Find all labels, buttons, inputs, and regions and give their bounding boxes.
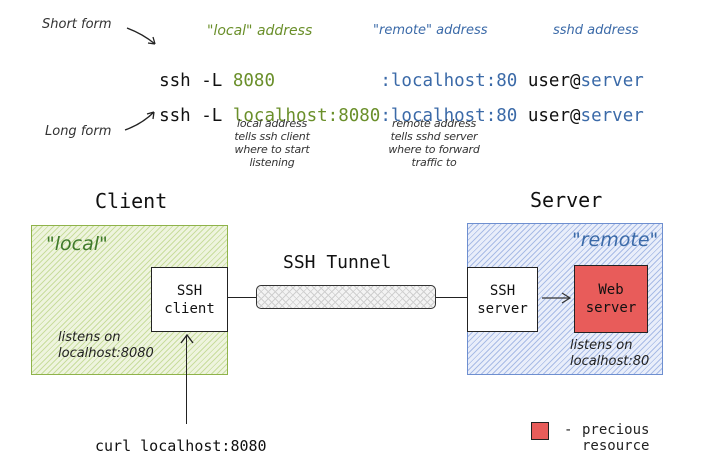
local-address-header: "local" address: [207, 23, 313, 39]
note-line: where to start: [234, 143, 310, 156]
cmd-prefix: ssh -L: [159, 71, 233, 91]
sshd-address: server: [580, 106, 644, 126]
note-line: listening: [249, 156, 295, 169]
cmd-user: user@: [517, 71, 581, 91]
local-address-short: 8080: [232, 71, 275, 91]
listen-line: localhost:8080: [58, 346, 154, 361]
note-line: tells sshd server: [390, 130, 478, 143]
node-line: server: [477, 300, 528, 317]
tunnel-server-connector: [436, 297, 467, 299]
remote-address: :localhost:80: [380, 71, 518, 91]
note-line: traffic to: [411, 156, 457, 169]
cmd-prefix: ssh -L: [159, 106, 233, 126]
short-form-arrow-icon: [126, 27, 156, 45]
cmd-user: user@: [517, 106, 581, 126]
remote-address-header: "remote" address: [373, 23, 488, 38]
note-line: where to forward: [388, 143, 480, 156]
curl-arrow-line: [186, 336, 188, 424]
listen-line: listens on: [58, 330, 121, 345]
short-form-annotation: Short form: [42, 17, 112, 32]
node-line: Web: [598, 282, 624, 298]
long-form-command: ssh -L localhost:8080:localhost:80 user@…: [138, 86, 644, 126]
local-address-long: localhost:8080: [232, 106, 381, 126]
node-line: SSH: [489, 282, 516, 299]
client-title: Client: [95, 189, 168, 213]
legend-swatch: [531, 422, 549, 440]
short-form-command: ssh -L 8080 :localhost:80 user@server: [138, 51, 644, 91]
client-tunnel-connector: [228, 297, 256, 299]
ssh-server-node: SSH server: [467, 267, 538, 332]
node-line: SSH: [176, 282, 203, 299]
remote-address-note: remote address tells sshd server where t…: [380, 117, 488, 169]
ssh-tunnel: [256, 285, 436, 309]
local-region-label: "local": [46, 233, 108, 255]
tunnel-label: SSH Tunnel: [283, 252, 392, 273]
node-line: client: [164, 300, 215, 317]
client-listens-label: listens on localhost:8080: [58, 330, 154, 362]
node-line: server: [585, 300, 637, 316]
long-form-annotation: Long form: [45, 124, 112, 139]
legend-dash: -: [564, 422, 573, 438]
long-form-arrow-icon: [124, 111, 155, 131]
local-address-note: local address tells ssh client where to …: [222, 117, 322, 169]
listen-line: listens on: [570, 338, 633, 353]
note-line: tells ssh client: [234, 130, 310, 143]
web-server-node: Web server: [574, 265, 648, 333]
note-line: local address: [237, 117, 307, 130]
curl-arrow-head-icon: [180, 333, 194, 344]
server-title: Server: [530, 188, 603, 212]
note-line: remote address: [392, 117, 476, 130]
listen-line: localhost:80: [570, 354, 650, 369]
ssh-client-node: SSH client: [151, 267, 228, 332]
sshd-address: server: [580, 71, 644, 91]
legend-line: resource: [582, 438, 650, 454]
curl-command: curl localhost:8080: [95, 437, 267, 455]
legend-text: precious resource: [582, 422, 649, 454]
ssh-to-web-arrow-icon: [542, 292, 572, 304]
legend-line: precious: [582, 422, 650, 438]
remote-region-label: "remote": [572, 229, 659, 251]
server-listens-label: listens on localhost:80: [570, 338, 649, 370]
sshd-address-header: sshd address: [553, 23, 639, 38]
remote-address: :localhost:80: [380, 106, 518, 126]
